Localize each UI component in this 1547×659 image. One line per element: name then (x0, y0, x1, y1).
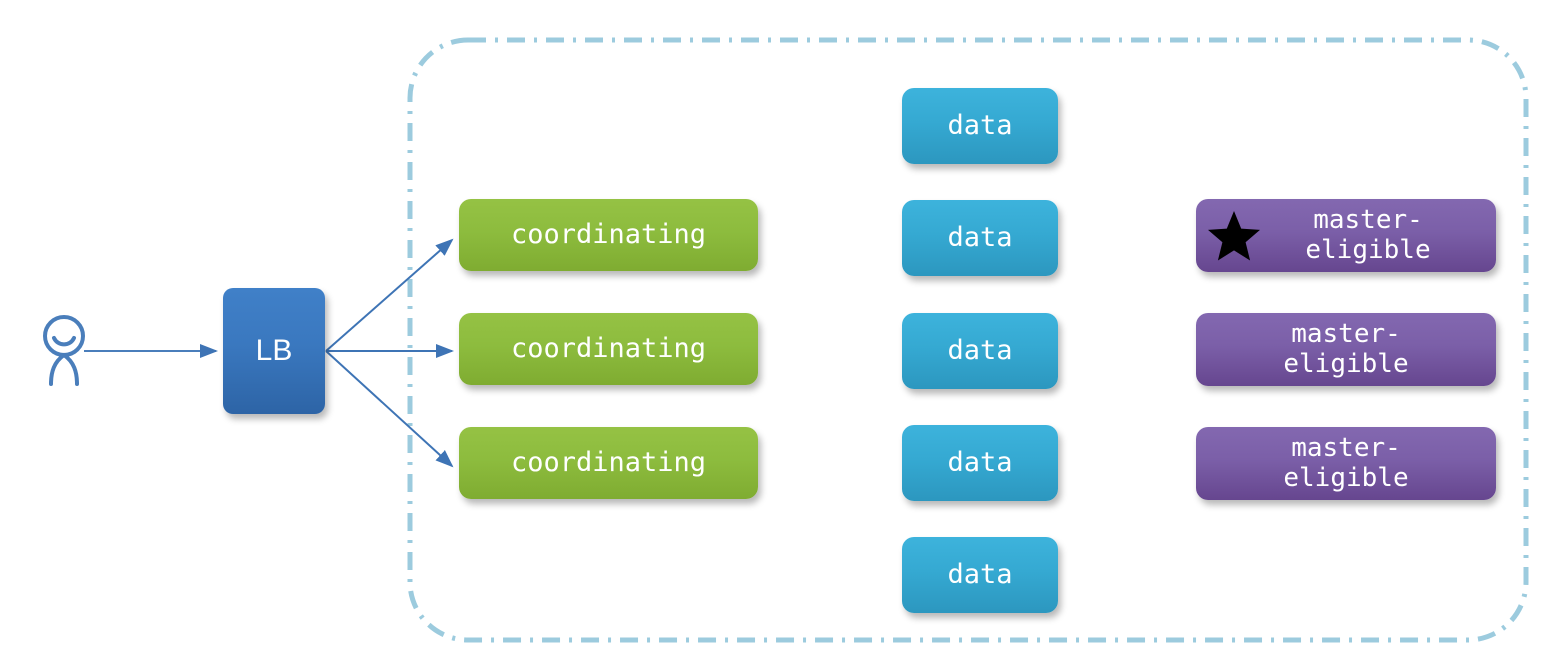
master-eligible-label: master- eligible (1305, 205, 1431, 265)
master-eligible-node-2[interactable]: master- eligible (1196, 313, 1496, 386)
master-eligible-node-1[interactable]: master- eligible (1196, 199, 1496, 272)
data-node-1[interactable]: data (902, 88, 1058, 164)
data-node-label: data (947, 334, 1013, 366)
load-balancer-node[interactable]: LB (223, 288, 325, 414)
coordinating-node-label: coordinating (510, 218, 707, 250)
data-node-5[interactable]: data (902, 537, 1058, 613)
data-node-label: data (947, 446, 1013, 478)
coordinating-node-1[interactable]: coordinating (459, 199, 758, 271)
coordinating-node-2[interactable]: coordinating (459, 313, 758, 385)
connector-lb-to-coordinating-3 (325, 350, 454, 468)
master-eligible-label: master- eligible (1283, 319, 1409, 379)
coordinating-node-label: coordinating (510, 446, 707, 478)
data-node-label: data (947, 558, 1013, 590)
user-stick-figure-icon (43, 315, 85, 386)
data-node-label: data (947, 109, 1013, 141)
data-node-2[interactable]: data (902, 200, 1058, 276)
star-icon (1208, 210, 1260, 260)
coordinating-node-label: coordinating (510, 332, 707, 364)
connector-lb-to-coordinating-1 (325, 238, 454, 352)
coordinating-node-3[interactable]: coordinating (459, 427, 758, 499)
master-eligible-label: master- eligible (1283, 433, 1409, 493)
data-node-3[interactable]: data (902, 313, 1058, 389)
load-balancer-label: LB (255, 334, 293, 368)
data-node-4[interactable]: data (902, 425, 1058, 501)
data-node-label: data (947, 221, 1013, 253)
master-eligible-node-3[interactable]: master- eligible (1196, 427, 1496, 500)
